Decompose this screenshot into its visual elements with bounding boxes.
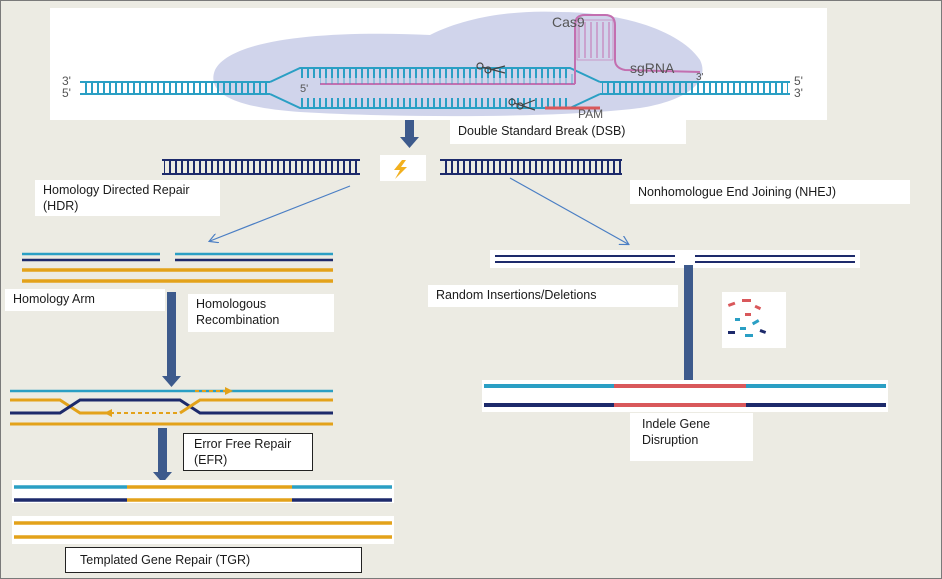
nhej-label: Nonhomologue End Joining (NHEJ): [630, 180, 910, 204]
cas9-protein-blob: [213, 11, 703, 117]
dna-left: [80, 81, 270, 95]
dna-bubble: [269, 67, 601, 110]
indel-disruption-label: Indele Gene Disruption: [630, 413, 753, 461]
indel-fragments-icon: [722, 292, 786, 348]
strand-3-right-label: 3': [794, 86, 803, 100]
arrow-to-nhej: [509, 177, 628, 244]
hdr-label: Homology Directed Repair (HDR): [35, 180, 220, 216]
disrupted-gene-strands: [482, 380, 888, 412]
lightning-icon: [380, 155, 426, 181]
pam-label: PAM: [578, 107, 603, 121]
strand-3-left-label: 3': [62, 74, 71, 88]
nhej-broken-strands: [490, 250, 860, 268]
efr-label: Error Free Repair (EFR): [183, 433, 313, 471]
sgrna-hairpin: [574, 14, 701, 84]
inner-3-label: 3': [696, 72, 704, 83]
dsb-fragment-left: [162, 159, 360, 175]
dsb-fragment-right: [440, 159, 622, 175]
dsb-label: Double Standard Break (DSB): [450, 118, 686, 144]
inner-5-label: 5': [300, 83, 308, 95]
arrow-down-hdr-2: [153, 428, 172, 483]
homologous-recombination-label: Homologous Recombination: [188, 294, 334, 332]
strand-5-right-label: 5': [794, 74, 803, 88]
strand-5-left-label: 5': [62, 86, 71, 100]
dna-right: [600, 81, 790, 95]
nhej-connector-bar: [684, 265, 693, 380]
scissors-icon: [476, 62, 536, 111]
tgr-repaired-strands: [12, 480, 394, 544]
arrow-to-hdr: [210, 185, 351, 241]
cas9-label: Cas9: [552, 14, 585, 30]
homology-arm-label: Homology Arm: [5, 289, 165, 311]
hdr-broken-strands: [22, 252, 333, 283]
tgr-label: Templated Gene Repair (TGR): [65, 547, 362, 573]
arrow-down-hdr-1: [162, 292, 181, 387]
arrow-to-dsb: [400, 120, 419, 148]
sgrna-label: sgRNA: [630, 60, 675, 76]
random-indels-label: Random Insertions/Deletions: [428, 285, 678, 307]
recombination-crossover: [10, 387, 333, 426]
